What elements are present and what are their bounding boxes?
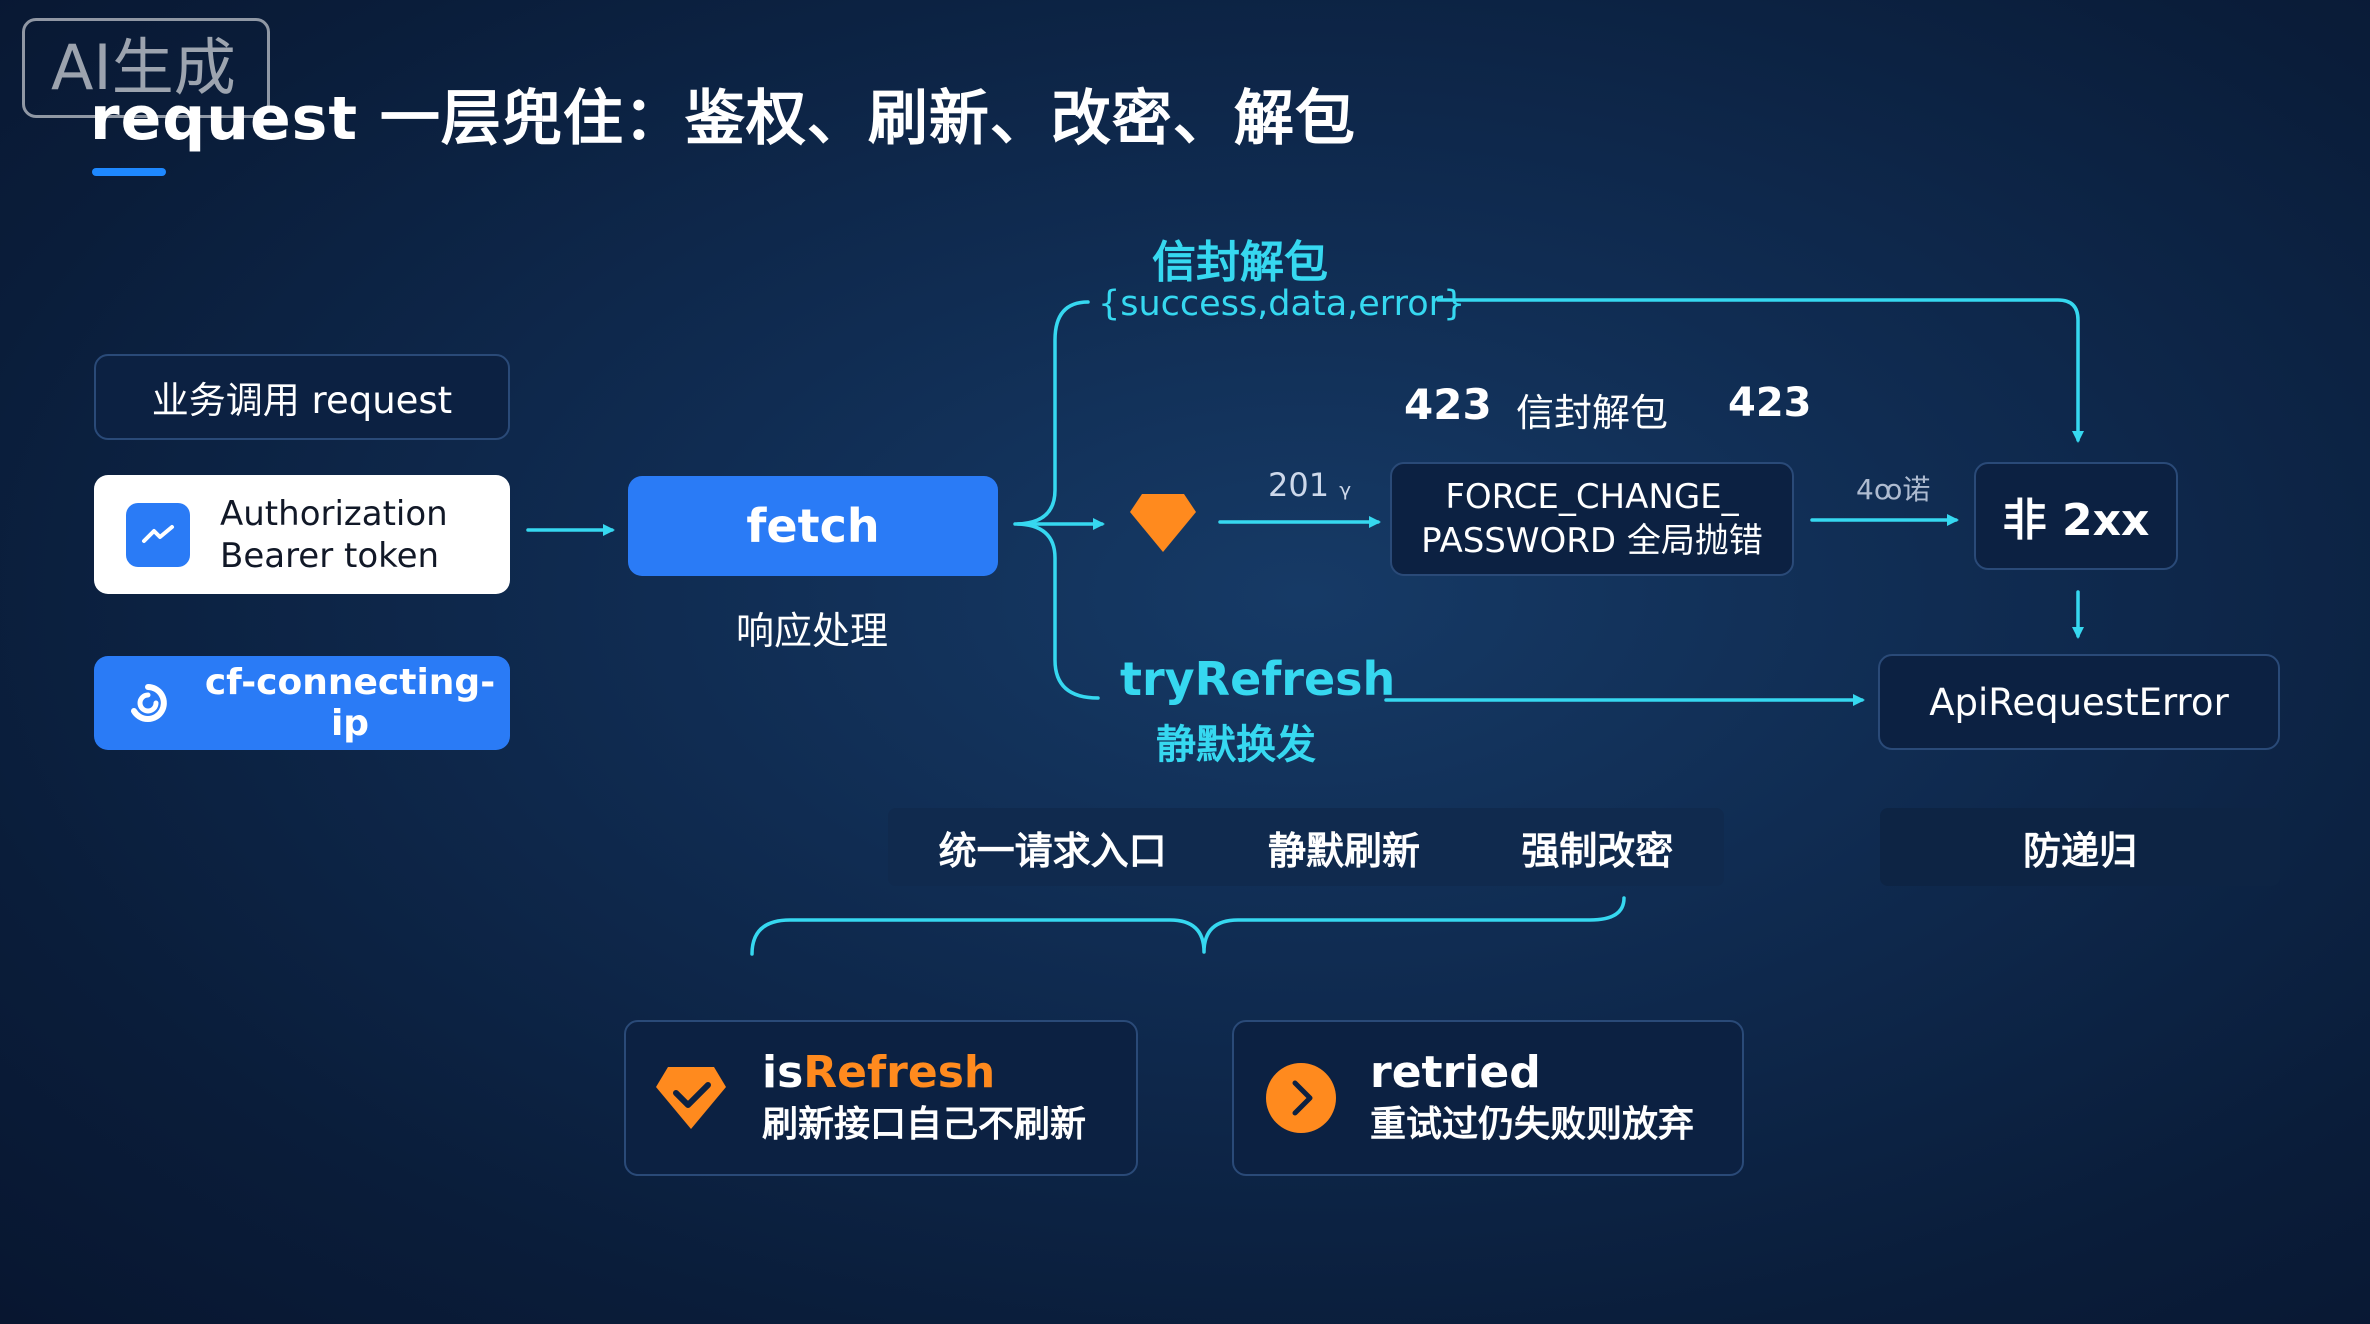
card-is-refresh-title: isRefresh (762, 1046, 1086, 1100)
feature-force-password: 强制改密 (1521, 828, 1674, 873)
page-title: request 一层兜住：鉴权、刷新、改密、解包 (90, 84, 1356, 154)
cf-connecting-ip-box: cf-connecting-ip (94, 656, 510, 750)
refresh-swirl-icon (126, 681, 170, 725)
gem-icon (1130, 494, 1196, 552)
status-423-left: 423 (1404, 380, 1492, 429)
authorization-box: Authorization Bearer token (94, 475, 510, 594)
card-retried-desc: 重试过仍失败则放弃 (1370, 1104, 1695, 1145)
feature-silent-refresh: 静默刷新 (1267, 828, 1420, 873)
arrow-label-4xx: 4ꝏ诺 (1856, 473, 1931, 506)
card-title-prefix: is (762, 1047, 804, 1098)
fetch-box: fetch (628, 476, 998, 576)
feature-strip: 统一请求入口 静默刷新 强制改密 (888, 808, 1724, 886)
non-2xx-box: 非 2xx (1974, 462, 2178, 570)
force-change-line1: FORCE_CHANGE_ (1445, 477, 1739, 517)
card-retried: retried 重试过仍失败则放弃 (1232, 1020, 1744, 1176)
ai-generated-watermark: AI生成 (22, 18, 270, 118)
card-title-prefix: retried (1370, 1047, 1541, 1098)
try-refresh-title: tryRefresh (1120, 652, 1396, 706)
arrow-label-201: 201 ᵧ (1268, 466, 1352, 504)
card-is-refresh-desc: 刷新接口自己不刷新 (762, 1104, 1087, 1145)
cf-connecting-ip-label: cf-connecting-ip (204, 662, 496, 744)
force-change-password-box: FORCE_CHANGE_ PASSWORD 全局抛错 (1390, 462, 1794, 576)
silent-reissue-label: 静默换发 (1156, 722, 1316, 768)
card-title-highlight: Refresh (803, 1047, 996, 1098)
response-handling-label: 响应处理 (736, 609, 889, 653)
feature-unified-entry: 统一请求入口 (938, 828, 1167, 873)
shield-check-icon (656, 1067, 726, 1129)
api-request-error-box: ApiRequestError (1878, 654, 2280, 750)
auth-header-label: Authorization (220, 493, 448, 534)
middle-header-text: 信封解包 (1516, 391, 1669, 435)
bearer-token-label: Bearer token (220, 535, 440, 576)
chart-up-icon (126, 502, 190, 567)
business-call-box: 业务调用 request (94, 354, 510, 440)
card-is-refresh: isRefresh 刷新接口自己不刷新 (624, 1020, 1138, 1176)
force-change-line2: PASSWORD 全局抛错 (1421, 521, 1763, 561)
status-423-right: 423 (1728, 380, 1812, 426)
card-retried-title: retried (1370, 1046, 1694, 1100)
arrow-top-to-non2xx (1436, 298, 2084, 443)
envelope-shape-label: {success,data,error} (1098, 284, 1466, 324)
envelope-unwrap-title: 信封解包 (1152, 237, 1328, 288)
feature-anti-recursion: 防递归 (1880, 808, 2280, 886)
title-underline (92, 168, 166, 176)
features-brace (750, 896, 1626, 956)
fetch-branch-brace (1013, 300, 1100, 700)
chevron-right-circle-icon (1266, 1063, 1336, 1133)
